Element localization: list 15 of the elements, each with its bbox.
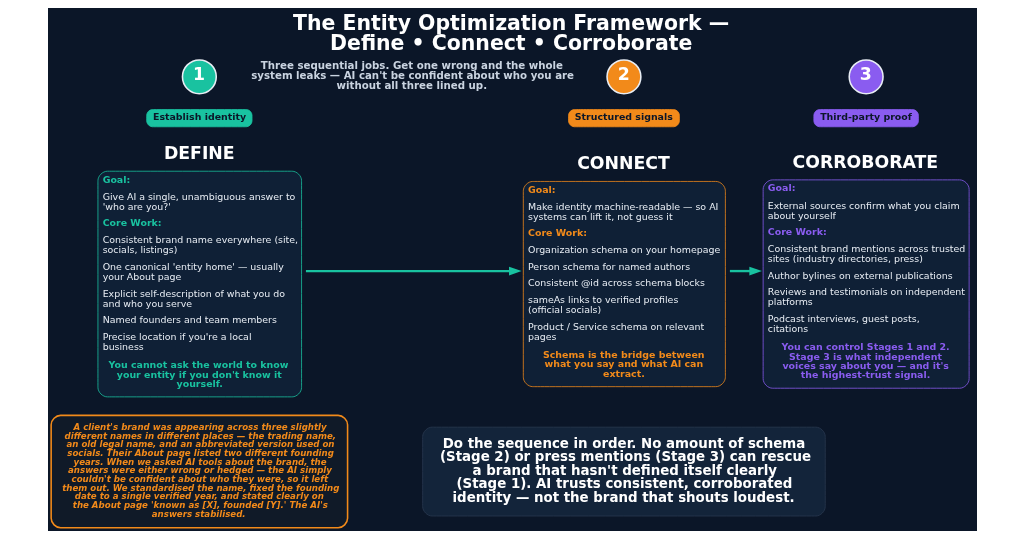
node-box: Do the sequence in order. No amount of schema (Stage 2) or press mentions (Stage 3) can rescue a brand that hasn't defined itself clearly (Stage 1). AI trusts consistent, corroborated identity — not the brand that shouts loudest. <box>421 426 826 517</box>
node-circle: 2 <box>605 59 642 95</box>
node-circle: 3 <box>847 59 884 95</box>
node-box: Structured signals <box>567 109 680 128</box>
node-label: DEFINE <box>163 143 235 164</box>
label: Three sequential jobs. Get one wrong and the whole system leaks — AI can't be confident about who you are without all three lined up. <box>250 59 574 92</box>
diagram-title: The Entity Optimization Framework — Define • Connect • Corroborate <box>292 10 729 56</box>
node-box: Third-party proof <box>812 109 919 128</box>
node-label: CONNECT <box>576 153 670 174</box>
node-box: A client's brand was appearing across three slightly different names in different places — the trading name, an old legal name, and an abbreviated version used on socials. Their About page listed two different founding years. When we asked AI tools about the brand, the answers were either wrong or hedged — the AI simply couldn't be confident about who they were, so it left them out. We standardised the name, fixed the founding date to a single verified year, and stated clearly on the About page 'known as [X], founded [Y].' The AI's answers stabilised. <box>49 414 348 529</box>
arrow <box>729 266 762 276</box>
node-circle: 1 <box>181 59 217 95</box>
node-box: Establish identity <box>145 109 252 128</box>
arrow <box>305 266 522 276</box>
node-label: CORROBORATE <box>792 151 938 172</box>
